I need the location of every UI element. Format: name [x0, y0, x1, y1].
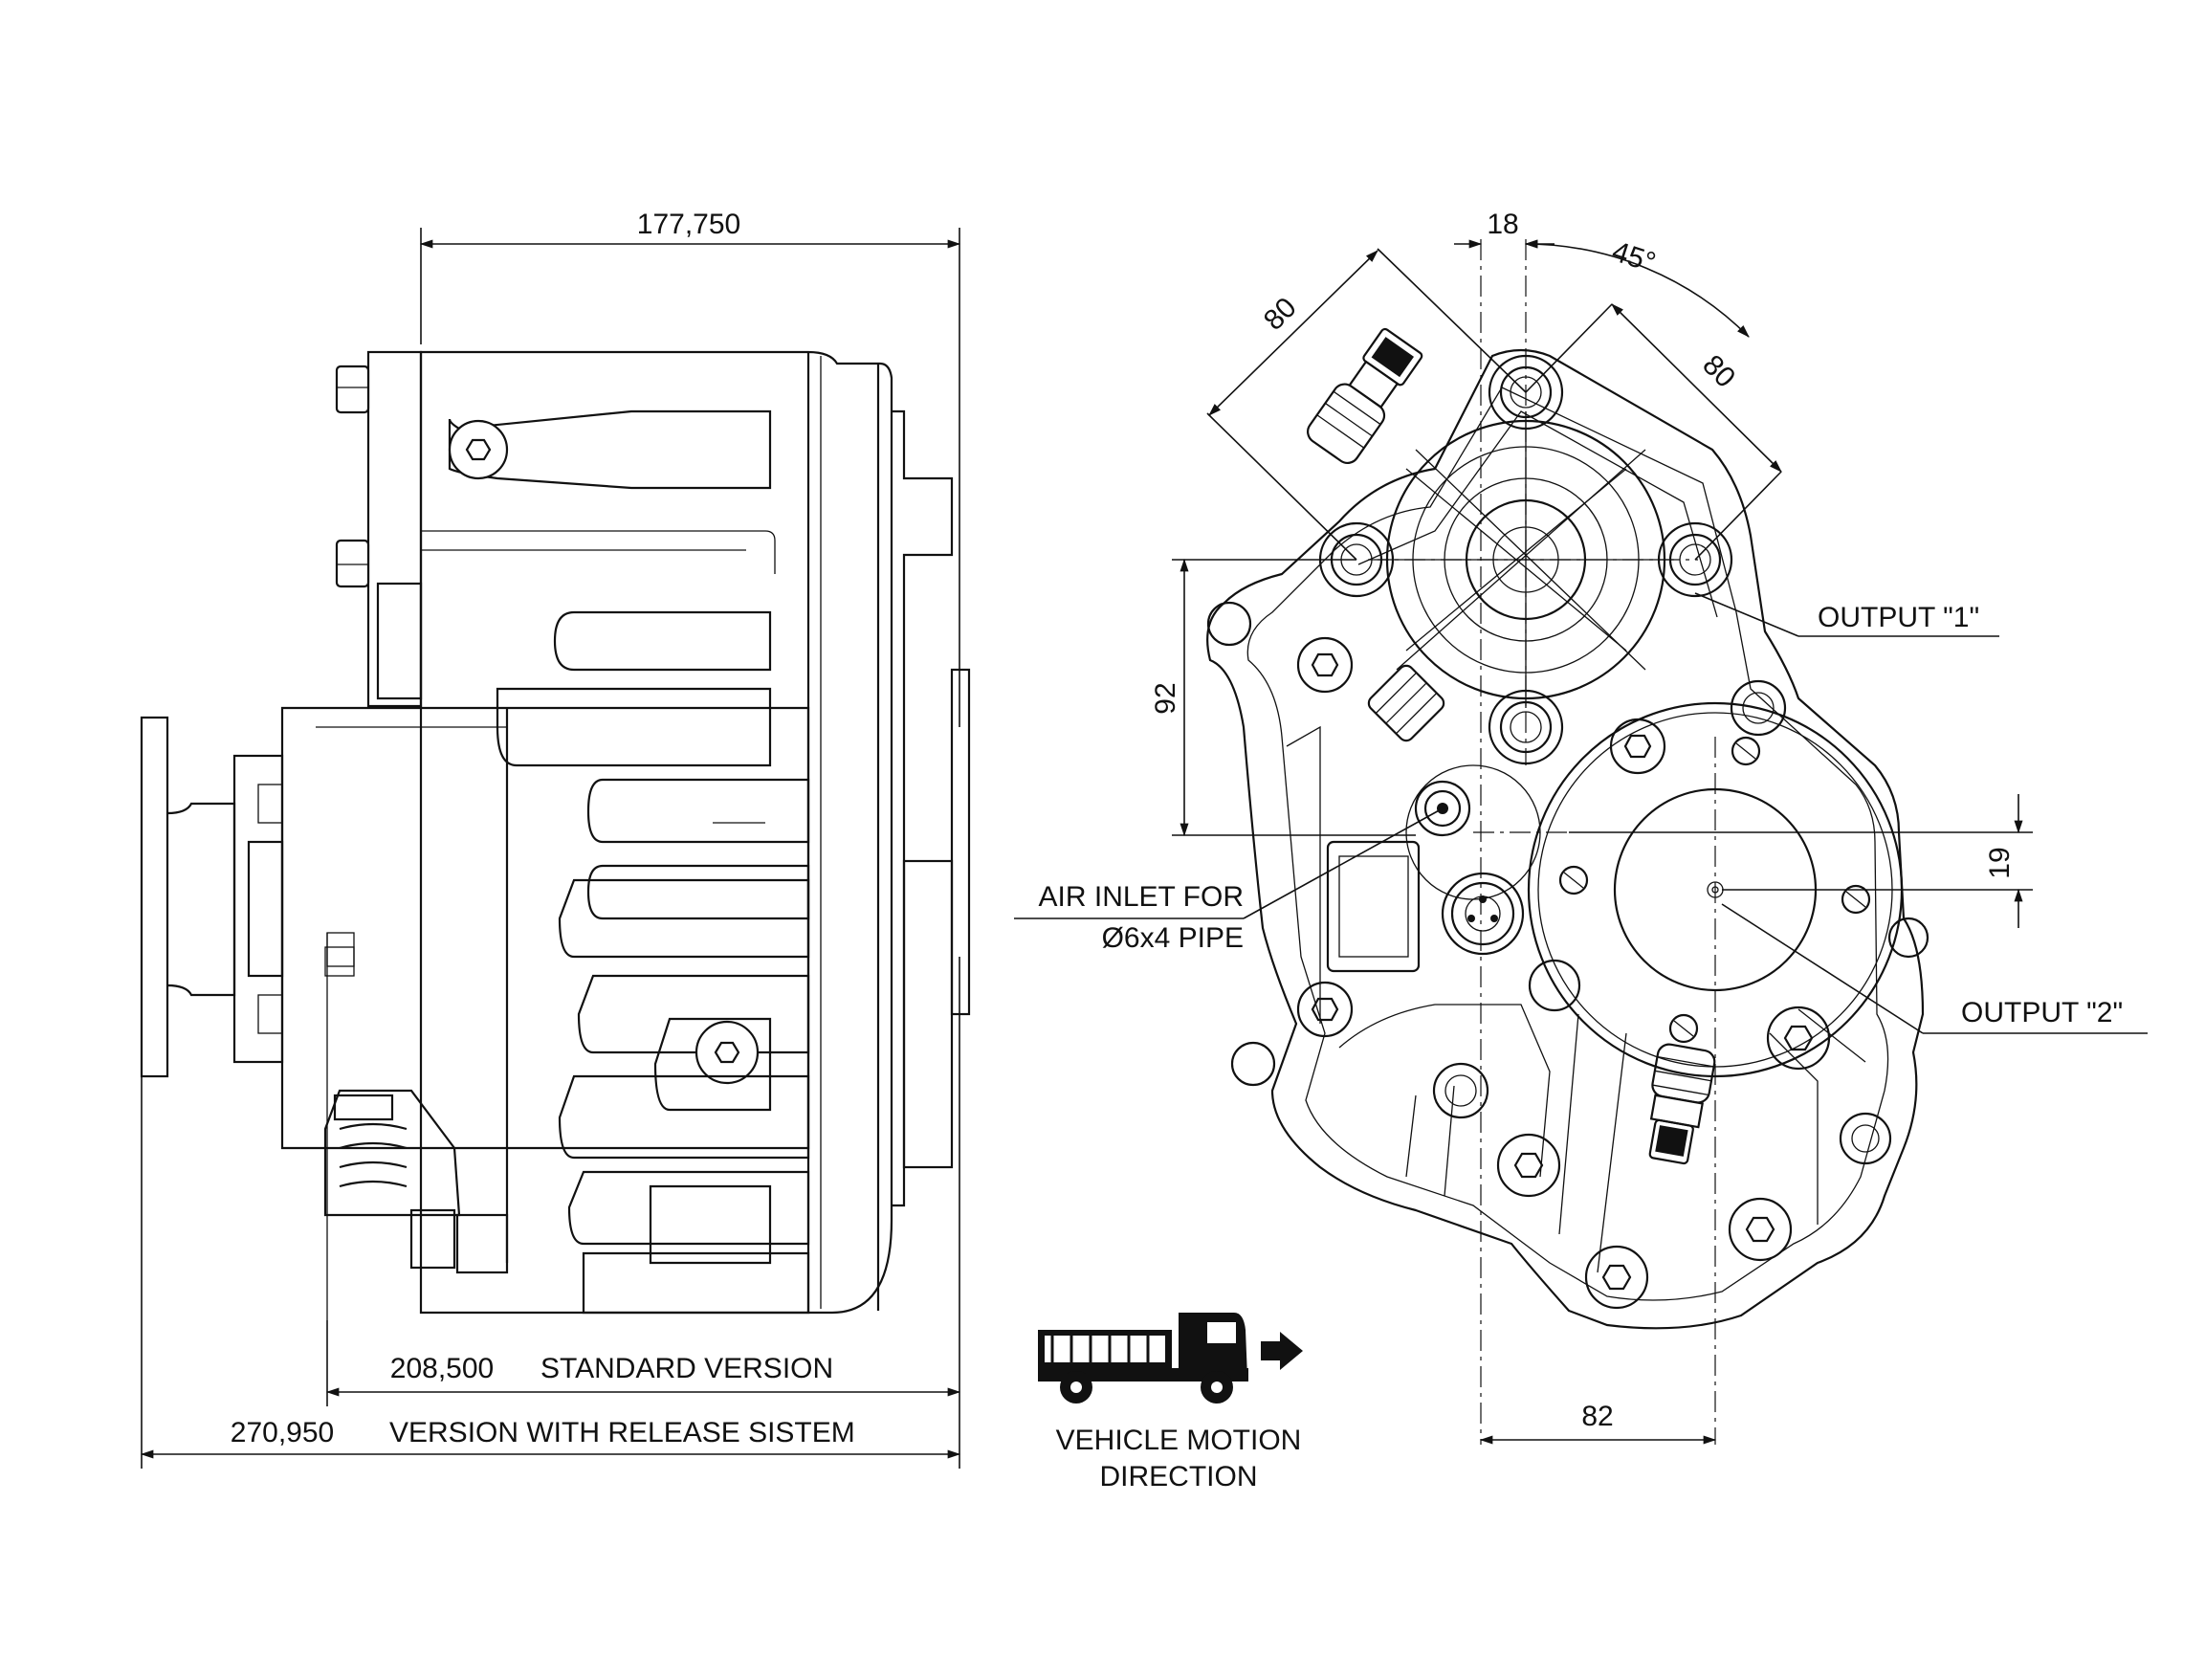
arrow-right-icon — [1261, 1332, 1303, 1370]
dim-18: 18 — [1487, 209, 1518, 240]
connector-small — [1367, 664, 1445, 742]
vehicle-motion-label-1: VEHICLE MOTION — [1056, 1425, 1302, 1456]
vehicle-motion-label-2: DIRECTION — [1100, 1461, 1258, 1492]
dim-release-value: 270,950 — [231, 1417, 334, 1448]
truck-icon — [1038, 1313, 1248, 1404]
dim-overall-length: 177,750 — [637, 209, 740, 240]
dim-19: 19 — [1984, 847, 2016, 878]
side-view — [140, 350, 971, 1320]
housing-bolts — [1206, 601, 1929, 1310]
vehicle-motion-block: VEHICLE MOTION DIRECTION — [1038, 1313, 1303, 1492]
callouts: OUTPUT "1" OUTPUT "2" AIR INLET FOR Ø6x4… — [1014, 592, 2148, 1034]
front-view — [1206, 327, 1929, 1330]
dim-45-angle: 45° — [1608, 235, 1659, 278]
output-1-label: OUTPUT "1" — [1818, 602, 1979, 633]
side-view-dimensions: 177,750 208,500 STANDARD VERSION 270,950… — [140, 209, 961, 1469]
dim-standard-value: 208,500 — [390, 1353, 494, 1384]
output-2-label: OUTPUT "2" — [1961, 997, 2123, 1028]
sensor-lower — [1648, 1043, 1716, 1165]
air-inlet-fitting — [1326, 764, 1541, 973]
air-inlet-label-2: Ø6x4 PIPE — [1102, 922, 1244, 954]
air-inlet-label-1: AIR INLET FOR — [1039, 881, 1244, 913]
dim-82: 82 — [1581, 1401, 1613, 1432]
dim-standard-text: STANDARD VERSION — [540, 1353, 833, 1384]
front-view-dimensions: 18 45° 80 80 92 19 82 — [1150, 209, 2033, 1445]
sensor-upper — [1307, 327, 1423, 465]
dim-release-text: VERSION WITH RELEASE SISTEM — [389, 1417, 855, 1448]
dim-92: 92 — [1150, 682, 1181, 714]
dim-80-right: 80 — [1696, 349, 1741, 394]
output-1-assembly — [1318, 354, 1733, 765]
